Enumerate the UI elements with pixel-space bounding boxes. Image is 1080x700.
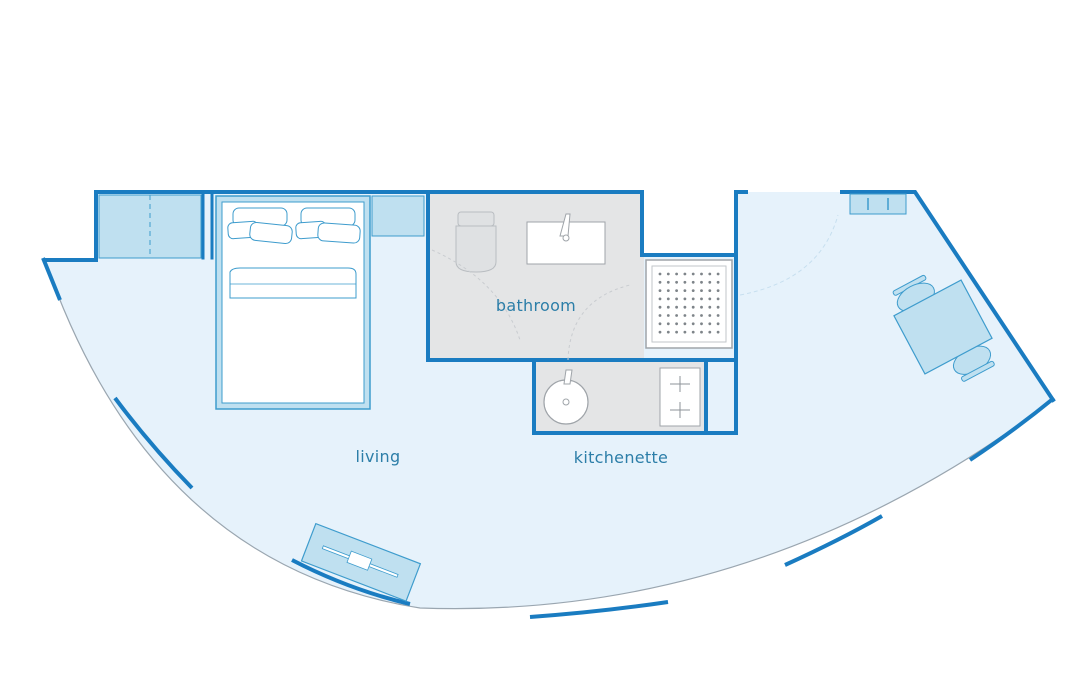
kitchen-sink-icon xyxy=(543,369,589,425)
double-bed-icon xyxy=(215,195,371,410)
shower-drain-dot xyxy=(700,272,703,276)
shower-drain-dot xyxy=(658,322,662,326)
shower-tray-icon xyxy=(645,259,733,349)
shower-drain-dot xyxy=(716,330,720,334)
shower-drain-dot xyxy=(716,305,720,309)
curved-wall-segments xyxy=(41,257,1056,619)
shower-drain-dot xyxy=(683,297,687,301)
shower-drain-dot xyxy=(666,314,670,317)
shower-drain-dot xyxy=(691,314,695,317)
tv-unit-icon xyxy=(300,522,422,602)
shower-drain-dot xyxy=(666,280,670,284)
shower-drain-dot xyxy=(658,272,662,276)
room-label-living: living xyxy=(356,447,401,466)
shower-drain-dot xyxy=(716,272,720,276)
shower-drain-dot xyxy=(666,272,670,276)
shower-drain-dot xyxy=(708,305,712,309)
shower-drain-dot xyxy=(708,322,712,326)
shower-drain-dot xyxy=(675,289,678,292)
shower-drain-dot xyxy=(675,297,678,301)
wall-segment-2 xyxy=(113,396,194,490)
shower-drain-dot xyxy=(658,314,662,317)
door-icon xyxy=(431,249,631,361)
shower-drain-dot xyxy=(675,280,678,284)
side-shelf xyxy=(371,195,425,237)
shower-drain-dot xyxy=(691,297,695,301)
shower-drain-dot xyxy=(658,297,662,301)
window-glazing-line xyxy=(44,259,1054,610)
shower-drain-dot xyxy=(700,289,703,292)
cooktop-icon xyxy=(659,367,701,427)
wall-segment-3 xyxy=(291,558,411,606)
shower-drain-dot xyxy=(666,305,670,309)
room-label-bathroom: bathroom xyxy=(496,296,576,315)
shower-drain-dot xyxy=(716,314,720,317)
shower-drain-dot xyxy=(666,322,670,326)
shower-drain-dot xyxy=(700,322,703,326)
shower-drain-dot xyxy=(683,314,687,317)
shower-drain-dot xyxy=(700,330,703,334)
wall-segment-4 xyxy=(529,600,669,619)
shower-drain-dot xyxy=(683,330,687,334)
shower-drain-dot xyxy=(675,305,678,309)
shower-drain-dot xyxy=(683,305,687,309)
wall-segment-6 xyxy=(968,396,1056,462)
shower-drain-dot xyxy=(708,280,712,284)
shower-drain-dot xyxy=(708,289,712,292)
shower-drain-dot xyxy=(700,314,703,317)
shower-drain-dot xyxy=(691,330,695,334)
shower-drain-dot xyxy=(658,280,662,284)
room-label-kitchenette: kitchenette xyxy=(574,448,668,467)
shower-drain-dot xyxy=(716,322,720,326)
washbasin-icon xyxy=(526,213,606,265)
shower-drain-dot xyxy=(683,280,687,284)
shower-drain-dot xyxy=(683,322,687,326)
shower-drain-dot xyxy=(700,280,703,284)
shower-drain-dot xyxy=(683,272,687,276)
shower-drain-dot xyxy=(691,322,695,326)
wall-segment-1 xyxy=(41,257,62,301)
wall-right-top xyxy=(840,190,1056,403)
interior-walls xyxy=(43,190,1056,435)
shower-drain-dot xyxy=(666,297,670,301)
shower-drain-dot xyxy=(658,305,662,309)
shower-drain-dot xyxy=(716,289,720,292)
toilet-icon xyxy=(455,211,497,273)
entrance-door-icon xyxy=(739,214,839,296)
wall-left-jog xyxy=(43,190,98,262)
shower-drain-dot xyxy=(675,330,678,334)
shower-drain-pattern xyxy=(658,272,720,334)
shower-drain-dot xyxy=(658,289,662,292)
shower-drain-dot xyxy=(691,289,695,292)
entry-cabinet-icon xyxy=(849,193,907,215)
shower-drain-dot xyxy=(675,322,678,326)
wardrobe-icon xyxy=(98,194,202,259)
shower-drain-dot xyxy=(666,330,670,334)
shower-drain-dot xyxy=(716,297,720,301)
shower-drain-dot xyxy=(700,297,703,301)
shower-drain-dot xyxy=(691,272,695,276)
shower-drain-dot xyxy=(675,314,678,317)
shower-drain-dot xyxy=(716,280,720,284)
shower-drain-dot xyxy=(708,314,712,317)
shower-drain-dot xyxy=(683,289,687,292)
shower-drain-dot xyxy=(708,297,712,301)
shower-drain-dot xyxy=(675,272,678,276)
shower-drain-dot xyxy=(691,305,695,309)
shower-drain-dot xyxy=(666,289,670,292)
wall-segment-5 xyxy=(784,514,883,567)
shower-drain-dot xyxy=(658,330,662,334)
dining-table-icon xyxy=(892,274,995,382)
shower-drain-dot xyxy=(708,272,712,276)
shower-drain-dot xyxy=(691,280,695,284)
shower-drain-dot xyxy=(700,305,703,309)
shower-drain-dot xyxy=(708,330,712,334)
